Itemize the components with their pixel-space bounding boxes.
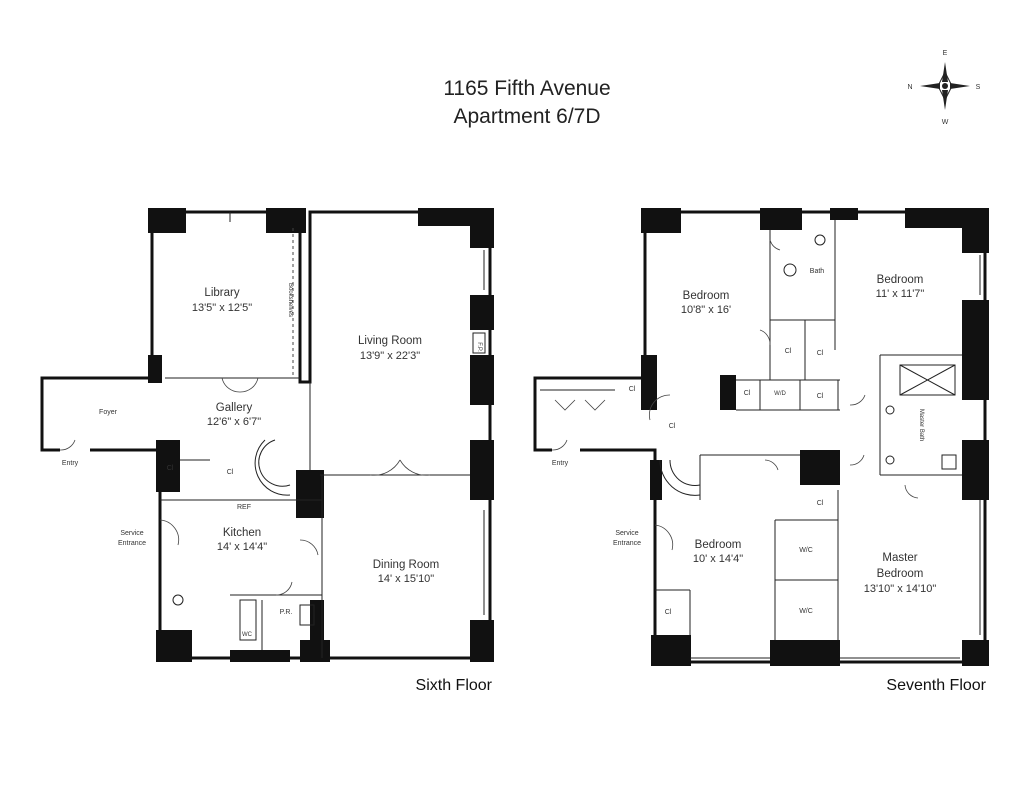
master-bedroom-label-1: Master bbox=[882, 552, 917, 564]
seventh-floor-plan: Bedroom 10'8" x 16' Bedroom 11' x 11'7" … bbox=[533, 208, 989, 694]
kitchen-label: Kitchen bbox=[223, 527, 261, 539]
bedroom-2-dim: 11' x 11'7" bbox=[876, 288, 925, 300]
compass-icon: E W N S bbox=[907, 50, 980, 126]
ref-label: REF bbox=[237, 504, 251, 511]
closet-label-d: Cl bbox=[817, 393, 824, 400]
closet-label-1: Cl bbox=[167, 465, 174, 472]
living-room-dim: 13'9" x 22'3" bbox=[360, 350, 420, 362]
closet-label-c: Cl bbox=[744, 390, 751, 397]
bedroom-2-label: Bedroom bbox=[877, 274, 924, 286]
service-entrance-label-1: Service bbox=[120, 530, 143, 537]
closet-label-h: Cl bbox=[669, 423, 676, 430]
sixth-floor-plan: Library 13'5" x 12'5" Living Room 13'9" … bbox=[40, 208, 494, 694]
walk-in-closet-label-1: W/C bbox=[799, 547, 813, 554]
master-bedroom-dim: 13'10" x 14'10" bbox=[864, 583, 937, 595]
bookshelves-label: Bookshelves bbox=[287, 283, 293, 317]
closet-label-e: Cl bbox=[629, 386, 636, 393]
apartment-title: Apartment 6/7D bbox=[453, 105, 600, 128]
bath-label: Bath bbox=[810, 268, 825, 275]
bedroom-3-label: Bedroom bbox=[695, 539, 742, 551]
compass-w: W bbox=[942, 119, 949, 126]
master-bath-label: Master Bath bbox=[918, 409, 924, 441]
bedroom-1-label: Bedroom bbox=[683, 290, 730, 302]
powder-room-label: P.R. bbox=[280, 609, 293, 616]
master-bedroom-label-2: Bedroom bbox=[877, 568, 924, 580]
bedroom-3-dim: 10' x 14'4" bbox=[693, 553, 743, 565]
dining-room-label: Dining Room bbox=[373, 559, 439, 571]
living-room-label: Living Room bbox=[358, 335, 422, 347]
walk-in-closet-label-2: W/C bbox=[799, 608, 813, 615]
closet-label-g: Cl bbox=[665, 609, 672, 616]
washer-dryer-label: W/D bbox=[774, 391, 786, 397]
closet-label-f: Cl bbox=[817, 500, 824, 507]
compass-e: E bbox=[943, 50, 948, 57]
service-entrance-7-label-1: Service bbox=[615, 530, 638, 537]
closet-label-2: Cl bbox=[227, 469, 234, 476]
service-entrance-label-2: Entrance bbox=[118, 540, 146, 547]
dining-room-dim: 14' x 15'10" bbox=[378, 573, 435, 585]
library-dim: 13'5" x 12'5" bbox=[192, 302, 252, 314]
fireplace-label: F.P. bbox=[476, 342, 482, 352]
seventh-floor-label: Seventh Floor bbox=[886, 677, 986, 694]
closet-label-b: Cl bbox=[817, 350, 824, 357]
sixth-floor-label: Sixth Floor bbox=[416, 677, 493, 694]
entry-label-7: Entry bbox=[552, 460, 569, 467]
compass-n: N bbox=[907, 84, 912, 91]
closet-label-a: Cl bbox=[785, 348, 792, 355]
library-label: Library bbox=[204, 287, 239, 299]
compass-s: S bbox=[976, 84, 981, 91]
kitchen-dim: 14' x 14'4" bbox=[217, 541, 267, 553]
gallery-dim: 12'6" x 6'7" bbox=[207, 416, 261, 428]
bedroom-1-dim: 10'8" x 16' bbox=[681, 304, 731, 316]
wc-label: WC bbox=[242, 632, 253, 638]
address-title: 1165 Fifth Avenue bbox=[443, 77, 610, 100]
foyer-label: Foyer bbox=[99, 409, 118, 416]
entry-label: Entry bbox=[62, 460, 79, 467]
service-entrance-7-label-2: Entrance bbox=[613, 540, 641, 547]
gallery-label: Gallery bbox=[216, 402, 253, 414]
